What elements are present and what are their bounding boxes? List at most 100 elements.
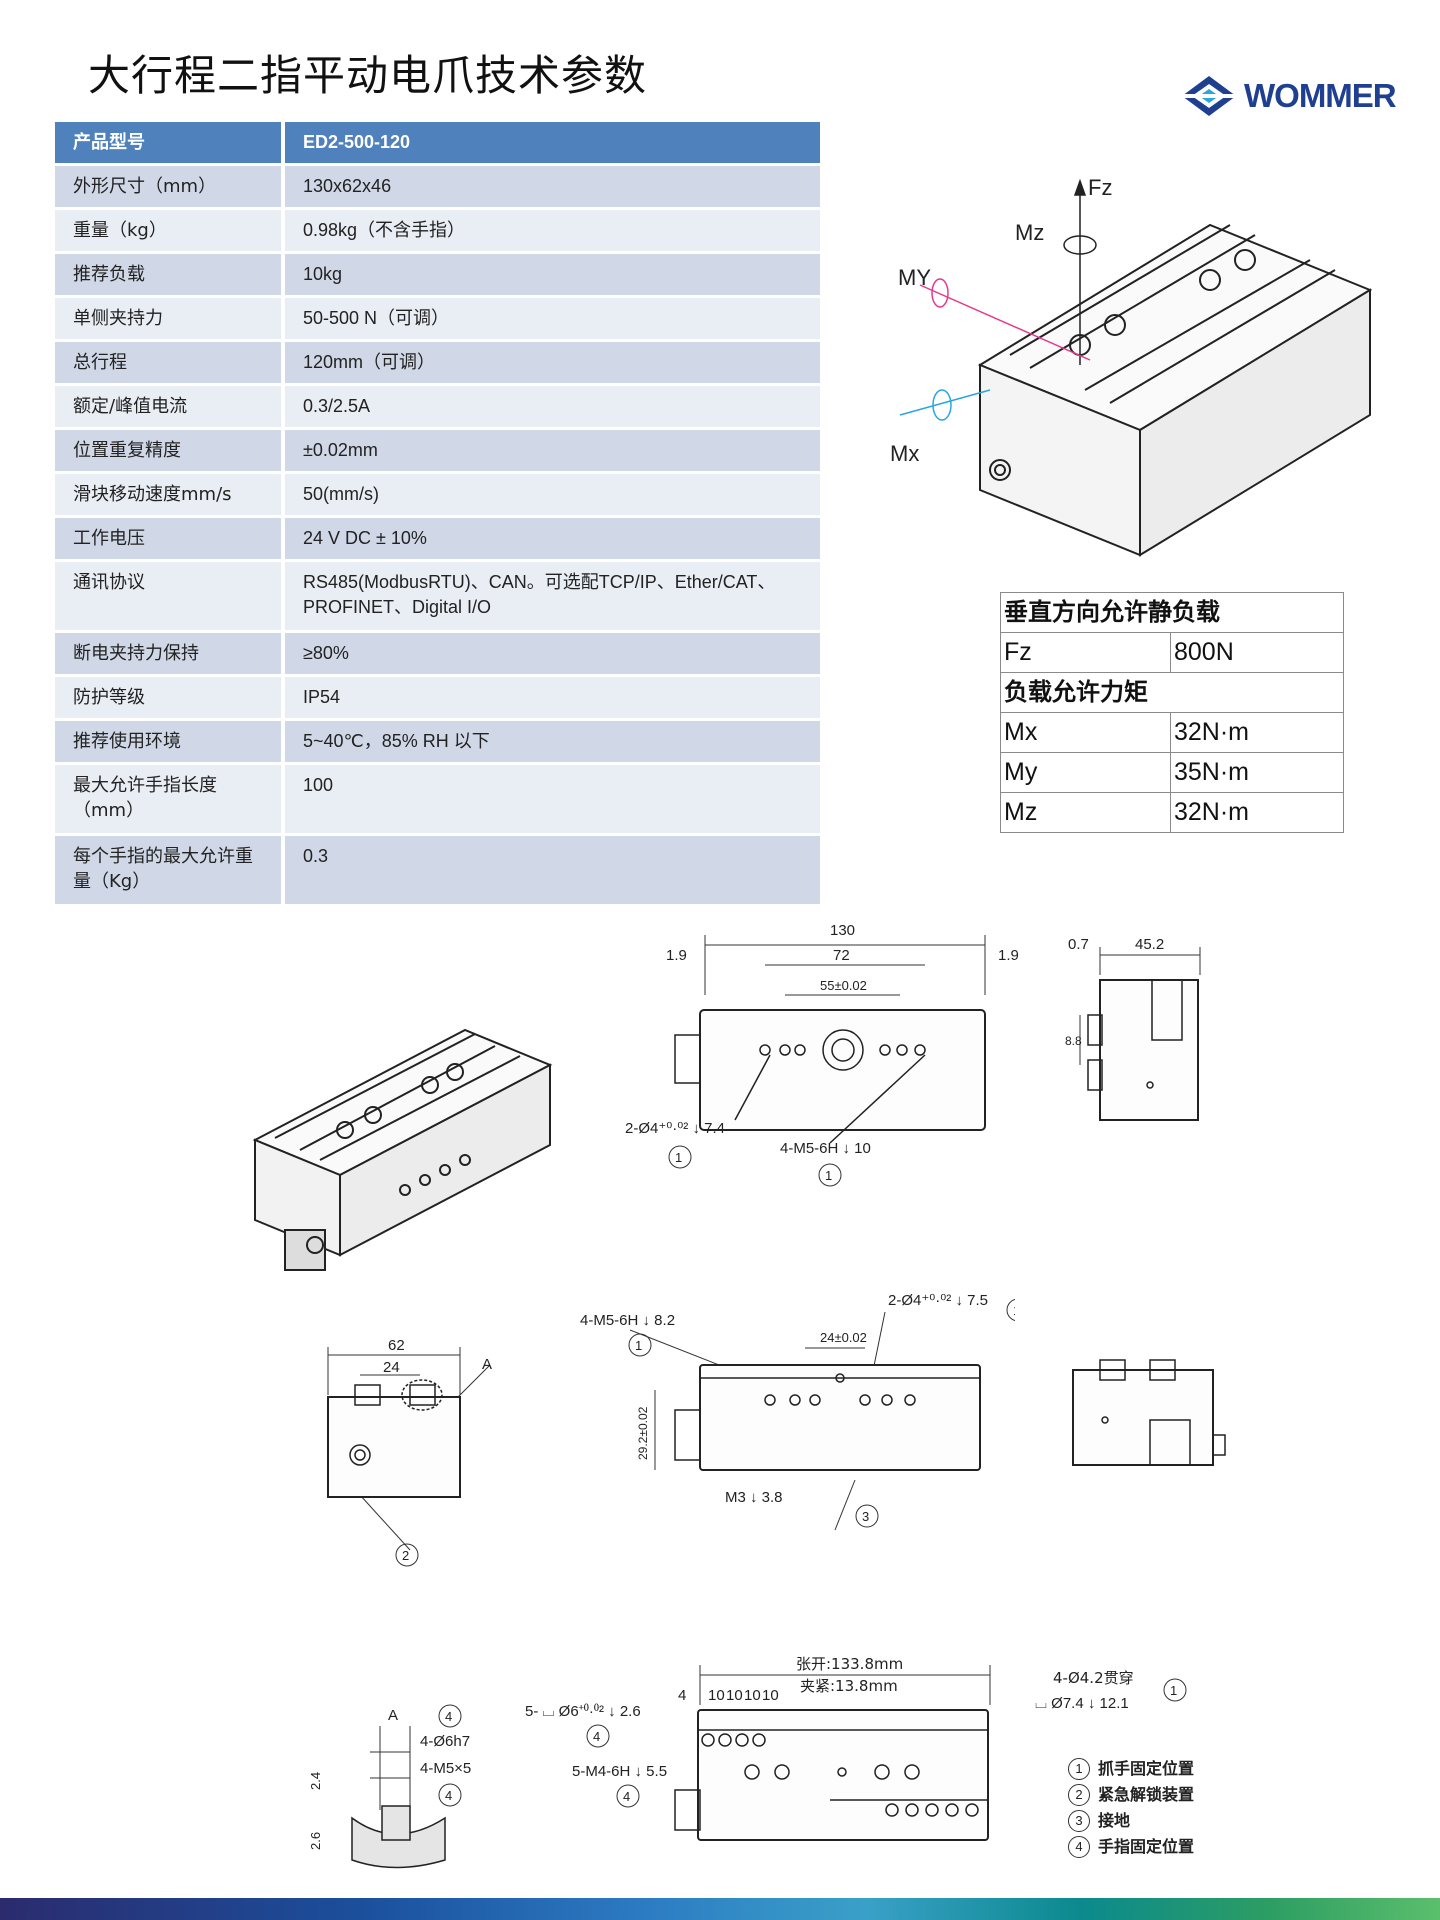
spec-value: 0.3/2.5A	[285, 386, 820, 427]
dim-bottom-four: 4	[678, 1687, 686, 1704]
dim-front-a: A	[482, 1356, 492, 1373]
spec-row: 断电夹持力保持≥80%	[55, 633, 820, 674]
front-view-drawing: 62 24 A 2	[327, 1337, 492, 1567]
dim-bottom-callout-through: 1	[1170, 1683, 1177, 1698]
dim-top-inner: 72	[833, 947, 850, 964]
load-table: 垂直方向允许静负载 Fz 800N 负载允许力矩 Mx 32N·m My 35N…	[1000, 592, 1344, 833]
top-view-drawing: 130 72 55±0.02 1.9 1.9 40 2-Ø4⁺⁰·⁰² ↓ 7.…	[625, 922, 1019, 1187]
spec-value: 5~40℃，85% RH 以下	[285, 721, 820, 762]
dim-side-a: 0.7	[1068, 936, 1089, 953]
spec-row: 最大允许手指长度（mm）100	[55, 765, 820, 833]
dim-side-b: 45.2	[1135, 936, 1164, 953]
load-fz-label: Fz	[1000, 632, 1171, 673]
detail-a-callout2: 4	[445, 1788, 452, 1803]
dim-front-w2: 24	[383, 1359, 400, 1376]
legend-item: 4 手指固定位置	[1068, 1834, 1194, 1860]
spec-key: 外形尺寸（mm）	[55, 166, 285, 207]
dim-top-callout1: 1	[675, 1150, 682, 1165]
spec-value: 100	[285, 765, 820, 833]
moment-mz-label: Mz	[1015, 220, 1044, 245]
spec-row: 每个手指的最大允许重量（Kg）0.3	[55, 836, 820, 904]
load-my-value: 35N·m	[1170, 752, 1344, 793]
spec-key: 每个手指的最大允许重量（Kg）	[55, 836, 285, 904]
legend-text: 接地	[1098, 1811, 1131, 1830]
detail-a-d3: 2.4	[308, 1772, 323, 1790]
spec-key: 额定/峰值电流	[55, 386, 285, 427]
dim-top-note1: 2-Ø4⁺⁰·⁰² ↓ 7.4	[625, 1120, 725, 1137]
dim-bottom-through: 4-Ø4.2贯穿	[1053, 1669, 1134, 1687]
dim-bottom-close: 夹紧:13.8mm	[800, 1677, 898, 1695]
spec-value: 120mm（可调）	[285, 342, 820, 383]
brand-logo: WOMMER	[1180, 72, 1397, 120]
legend-number: 4	[1068, 1836, 1090, 1858]
dim-top-total: 130	[830, 922, 855, 939]
load-mz-value: 32N·m	[1170, 792, 1344, 833]
dim-mid-note1: 4-M5-6H ↓ 8.2	[580, 1312, 675, 1329]
footer-gradient-bar	[0, 1898, 1440, 1920]
dim-mid-h: 29.2±0.02	[636, 1406, 650, 1460]
spec-key: 位置重复精度	[55, 430, 285, 471]
dim-top-note2: 4-M5-6H ↓ 10	[780, 1140, 871, 1157]
spec-value: ±0.02mm	[285, 430, 820, 471]
dim-top-right: 1.9	[998, 947, 1019, 964]
dim-mid-callout2: 1	[1013, 1303, 1015, 1318]
gripper-force-diagram: Fz Mz MY Mx	[890, 175, 1373, 557]
spec-header-value: ED2-500-120	[285, 122, 820, 163]
dim-front-callout: 2	[402, 1548, 409, 1563]
spec-value: 50-500 N（可调）	[285, 298, 820, 339]
detail-a-callout1: 4	[445, 1709, 452, 1724]
load-fz-value: 800N	[1170, 632, 1344, 673]
spec-row: 重量（kg）0.98kg（不含手指）	[55, 210, 820, 251]
legend-text: 手指固定位置	[1098, 1837, 1195, 1856]
spec-value: 24 V DC ± 10%	[285, 518, 820, 559]
dim-bottom-callout-pin: 4	[593, 1729, 600, 1744]
spec-header-key: 产品型号	[55, 122, 285, 163]
spec-key: 推荐负载	[55, 254, 285, 295]
spec-key: 总行程	[55, 342, 285, 383]
end-view-drawing	[1072, 1359, 1226, 1466]
dim-mid-m3: M3 ↓ 3.8	[725, 1489, 783, 1506]
detail-a-d4: 2.6	[308, 1832, 323, 1850]
dim-side-h: 8.8	[1065, 1034, 1082, 1048]
dim-top-tol: 55±0.02	[820, 978, 867, 993]
spec-row: 位置重复精度±0.02mm	[55, 430, 820, 471]
logo-text: WOMMER	[1244, 77, 1397, 114]
spec-value: 10kg	[285, 254, 820, 295]
dim-bottom-ten: 10	[708, 1687, 725, 1704]
spec-value: 50(mm/s)	[285, 474, 820, 515]
dim-bottom-callout-thr: 4	[623, 1789, 630, 1804]
page-title: 大行程二指平动电爪技术参数	[88, 51, 648, 100]
legend-number: 1	[1068, 1758, 1090, 1780]
load-vertical-title: 垂直方向允许静负载	[1000, 592, 1344, 633]
spec-value: IP54	[285, 677, 820, 718]
spec-key: 滑块移动速度mm/s	[55, 474, 285, 515]
through-hole-note: 4-Ø4.2贯穿 ⌴ Ø7.4 ↓ 12.1 1	[1035, 1669, 1187, 1712]
dim-top-left: 1.9	[666, 947, 687, 964]
spec-value: 0.98kg（不含手指）	[285, 210, 820, 251]
dim-bottom-cb: ⌴ Ø7.4 ↓ 12.1	[1035, 1695, 1129, 1712]
detail-a-d2: 4-M5×5	[420, 1760, 471, 1777]
spec-key: 重量（kg）	[55, 210, 285, 251]
spec-value: 130x62x46	[285, 166, 820, 207]
spec-header-row: 产品型号 ED2-500-120	[55, 122, 820, 163]
spec-row: 外形尺寸（mm）130x62x46	[55, 166, 820, 207]
dim-mid-callout3: 3	[862, 1509, 869, 1524]
dim-bottom-pin: 5- ⌴ Ø6⁺⁰·⁰² ↓ 2.6	[525, 1703, 641, 1720]
spec-value: RS485(ModbusRTU)、CAN。可选配TCP/IP、Ether/CAT…	[285, 562, 820, 630]
dim-bottom-ten: 10	[762, 1687, 779, 1704]
spec-key: 通讯协议	[55, 562, 285, 630]
wommer-logo-icon	[1180, 76, 1238, 116]
legend-number: 2	[1068, 1784, 1090, 1806]
detail-a-label: A	[388, 1707, 398, 1724]
